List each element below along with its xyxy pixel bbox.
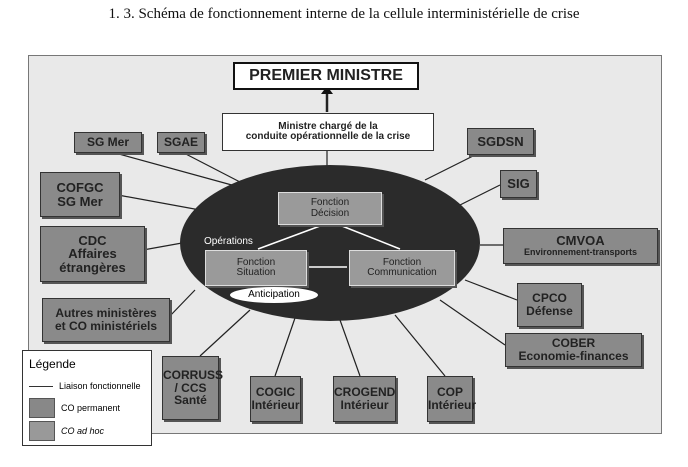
node-sgdsn: SGDSN [467,128,534,155]
crogend-label: CROGEND [334,385,396,400]
crogend-sub: Intérieur [340,398,389,412]
node-sgae: SGAE [157,132,205,153]
communication-line1: Fonction [382,256,422,268]
cogic-label: COGIC [255,385,296,400]
situation-line2: Situation [236,267,276,278]
cop-sub: Intérieur [428,398,477,412]
legend-line: Liaison fonctionnelle [59,381,141,391]
legend-title: Légende [29,357,76,371]
situation-line1: Fonction [236,256,276,268]
cmvoa-label: CMVOA [556,233,605,249]
cdc-label: CDC [78,232,107,248]
ministre-line-2: conduite opérationnelle de la crise [245,131,411,142]
cober-label: COBER [551,336,596,351]
cpco-label: CPCO [532,291,567,306]
cdc-sub1: Affaires [68,246,117,262]
decision-line1: Fonction [310,197,350,208]
line-swatch [29,385,53,387]
cdc-sub2: étrangères [59,259,126,275]
legend-permanent: CO permanent [61,403,121,413]
cpco-sub: Défense [526,304,573,318]
legend-adhoc: CO ad hoc [61,426,105,436]
ministre-line-1: Ministre chargé de la [278,120,378,132]
anticipation-label: Anticipation [230,287,318,303]
corruss-sub1: / CCS [174,380,207,395]
autres-line2: et CO ministériels [54,319,158,333]
corruss-label: CORRUSS [163,368,224,383]
corruss-sub2: Santé [174,393,207,408]
legend: Légende Liaison fonctionnelle CO permane… [22,350,152,446]
operations-label: Opérations [204,236,253,247]
premier-ministre-box: PREMIER MINISTRE [233,62,419,90]
autres-line1: Autres ministères [55,306,157,321]
node-sgmer: SG Mer [74,132,142,153]
cmvoa-sub: Environnement-transports [523,247,637,258]
page-title: 1. 3. Schéma de fonctionnement interne d… [108,6,580,22]
communication-line2: Communication [367,267,437,278]
node-sig: SIG [500,170,537,198]
decision-line2: Décision [310,207,350,219]
cogic-sub: Intérieur [251,398,300,412]
adhoc-swatch [29,421,55,441]
cop-label: COP [436,385,463,400]
cofgc-sub: SG Mer [57,193,103,209]
cofgc-label: COFGC [56,179,104,195]
cober-sub: Economie-finances [518,349,629,363]
permanent-swatch [29,398,55,418]
